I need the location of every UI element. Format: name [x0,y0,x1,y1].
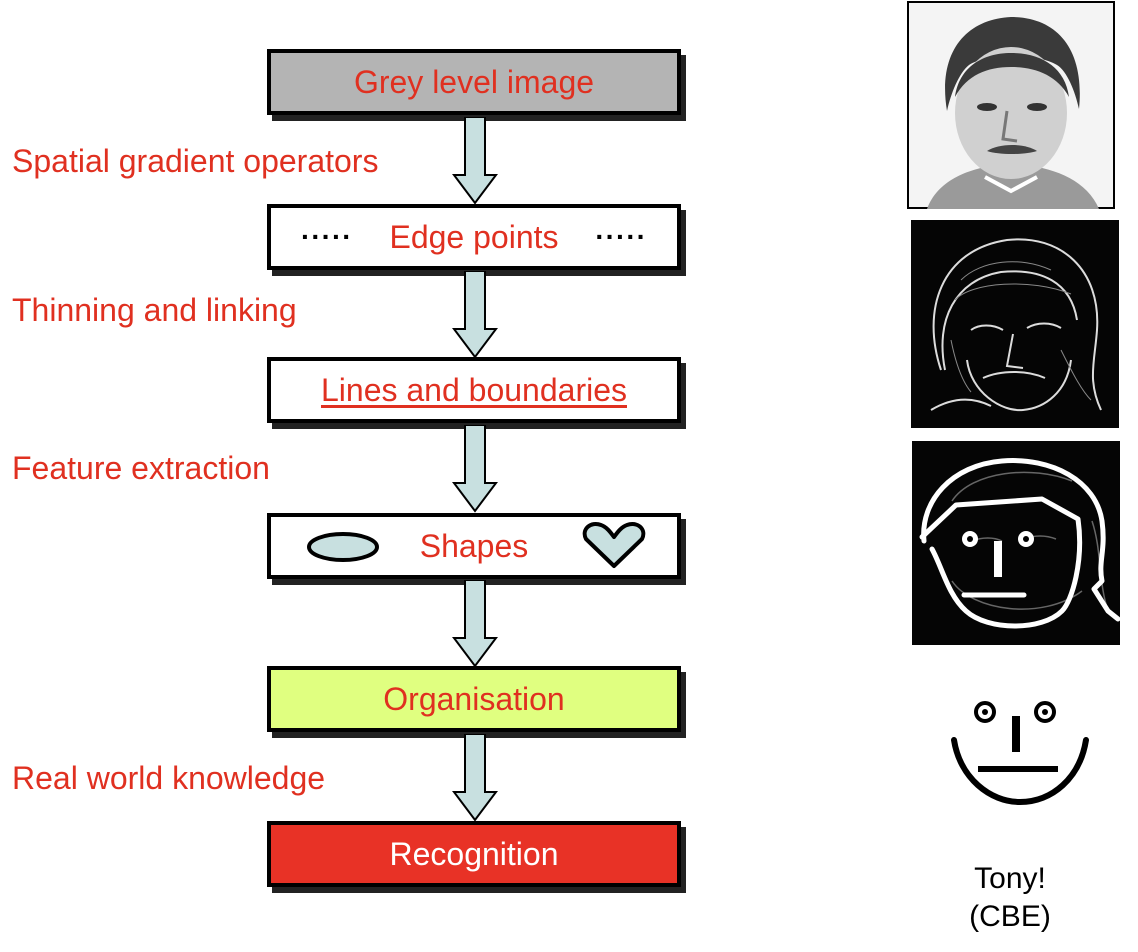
edge-points-label: Edge points [389,218,559,255]
edge-dots-right: ····· [595,221,647,252]
ellipse-shape-icon [307,532,379,562]
simple-face-drawing [951,701,1089,806]
shapes-overlay-photo [912,441,1120,645]
caption-line-2: (CBE) [969,900,1051,933]
recognition-label: Recognition [389,835,559,872]
tony-caption: Tony! (CBE) [950,860,1070,936]
grey-level-image-box: Grey level image [267,49,681,115]
shapes-label: Shapes [419,527,529,564]
down-arrow-icon [452,734,498,822]
heart-shape-icon [582,522,646,568]
caption-line-1: Tony! [974,862,1046,895]
edge-points-photo [911,220,1119,428]
thinning-linking-label: Thinning and linking [12,292,297,328]
recognition-box: Recognition [267,821,681,887]
down-arrow-icon [452,425,498,513]
down-arrow-icon [452,580,498,668]
lines-boundaries-box: Lines and boundaries [267,357,681,423]
down-arrow-icon [452,117,498,205]
spatial-gradient-label: Spatial gradient operators [12,143,379,179]
feature-extraction-label: Feature extraction [12,450,270,486]
down-arrow-icon [452,271,498,359]
grey-face-photo [907,1,1115,209]
edge-dots-left: ····· [301,221,353,252]
grey-level-image-label: Grey level image [353,63,595,100]
organisation-box: Organisation [267,666,681,732]
edge-points-box: ····· Edge points ····· [267,204,681,270]
lines-boundaries-label: Lines and boundaries [320,371,627,408]
organisation-label: Organisation [383,680,565,717]
real-world-knowledge-label: Real world knowledge [12,760,326,796]
shapes-box: Shapes [267,513,681,579]
